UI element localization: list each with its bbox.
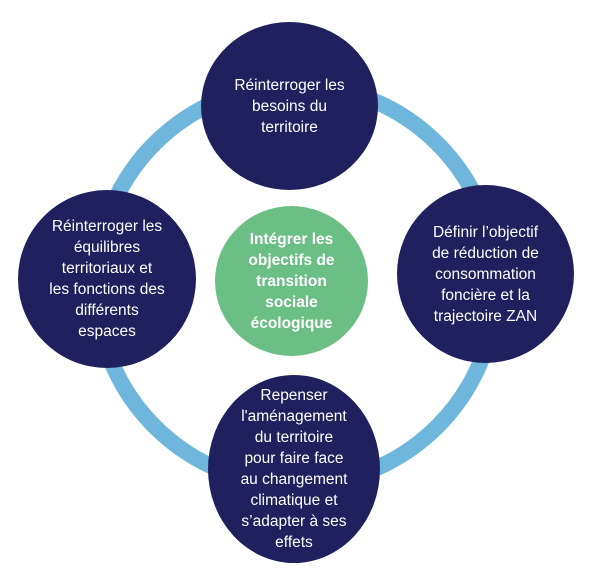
center-node-integrer-objectifs: Intégrer les objectifs de transition soc… — [215, 206, 368, 356]
center-node-label: Intégrer les objectifs de transition soc… — [248, 230, 335, 332]
node-repenser-amenagement: Repenser l'aménagement du territoire pou… — [208, 375, 380, 563]
node-objectif-reduction-zan-label: Définir l’objectif de réduction de conso… — [432, 223, 539, 325]
node-reinterroger-equilibres-label: Réinterroger les équilibres territoriaux… — [49, 218, 165, 340]
node-objectif-reduction-zan: Définir l’objectif de réduction de conso… — [397, 185, 574, 363]
node-repenser-amenagement-label: Repenser l'aménagement du territoire pou… — [240, 387, 348, 551]
node-reinterroger-besoins-label: Réinterroger les besoins du territoire — [234, 76, 345, 136]
node-reinterroger-besoins: Réinterroger les besoins du territoire — [201, 22, 378, 190]
node-reinterroger-equilibres: Réinterroger les équilibres territoriaux… — [18, 190, 196, 368]
